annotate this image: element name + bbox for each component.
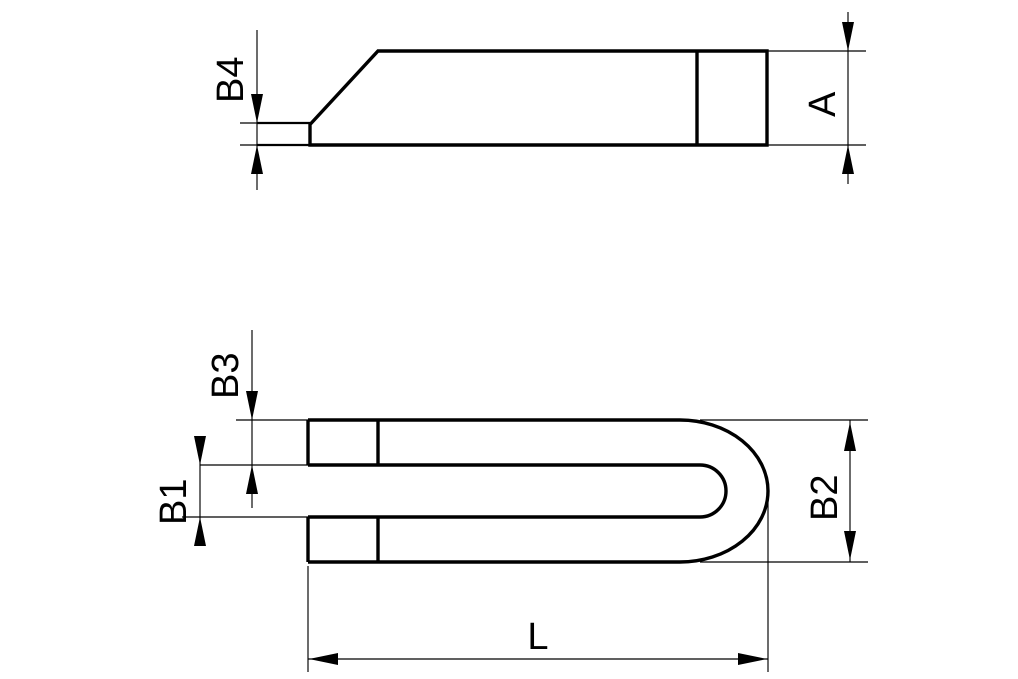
A-arrow-top xyxy=(842,22,854,51)
side-view-geometry xyxy=(257,49,769,147)
side-view-body-outline xyxy=(308,49,769,147)
L-arrow-right xyxy=(738,653,767,665)
dimension-B3: B3 xyxy=(200,330,308,508)
B4-arrow-top xyxy=(251,94,263,123)
dimension-A: A xyxy=(767,12,866,184)
dimension-B2: B2 xyxy=(700,419,868,563)
dimension-label-B2: B2 xyxy=(804,475,846,521)
dimension-B1: B1 xyxy=(153,436,308,546)
L-arrow-left xyxy=(309,653,338,665)
B3-arrow-bottom xyxy=(246,465,258,494)
dimension-label-B3: B3 xyxy=(205,353,247,399)
dimension-label-B1: B1 xyxy=(153,479,195,525)
dimension-label-B4: B4 xyxy=(210,57,252,103)
side-view-thin-tab xyxy=(257,121,310,147)
B1-arrow-bottom xyxy=(194,517,206,546)
B1-arrow-top xyxy=(194,436,206,465)
B4-arrow-bottom xyxy=(251,145,263,174)
dimension-label-L: L xyxy=(527,616,548,658)
dimension-B4: B4 xyxy=(210,30,288,190)
plan-view-geometry xyxy=(306,418,770,564)
B2-arrow-bottom xyxy=(844,531,856,560)
A-arrow-bottom xyxy=(842,145,854,174)
plan-view-outer-outline xyxy=(308,418,770,564)
B2-arrow-top xyxy=(844,422,856,451)
dimension-label-A: A xyxy=(802,91,844,117)
dimension-L: L xyxy=(307,500,769,672)
B3-arrow-top xyxy=(246,391,258,420)
plan-view-slot-outline xyxy=(308,463,728,519)
